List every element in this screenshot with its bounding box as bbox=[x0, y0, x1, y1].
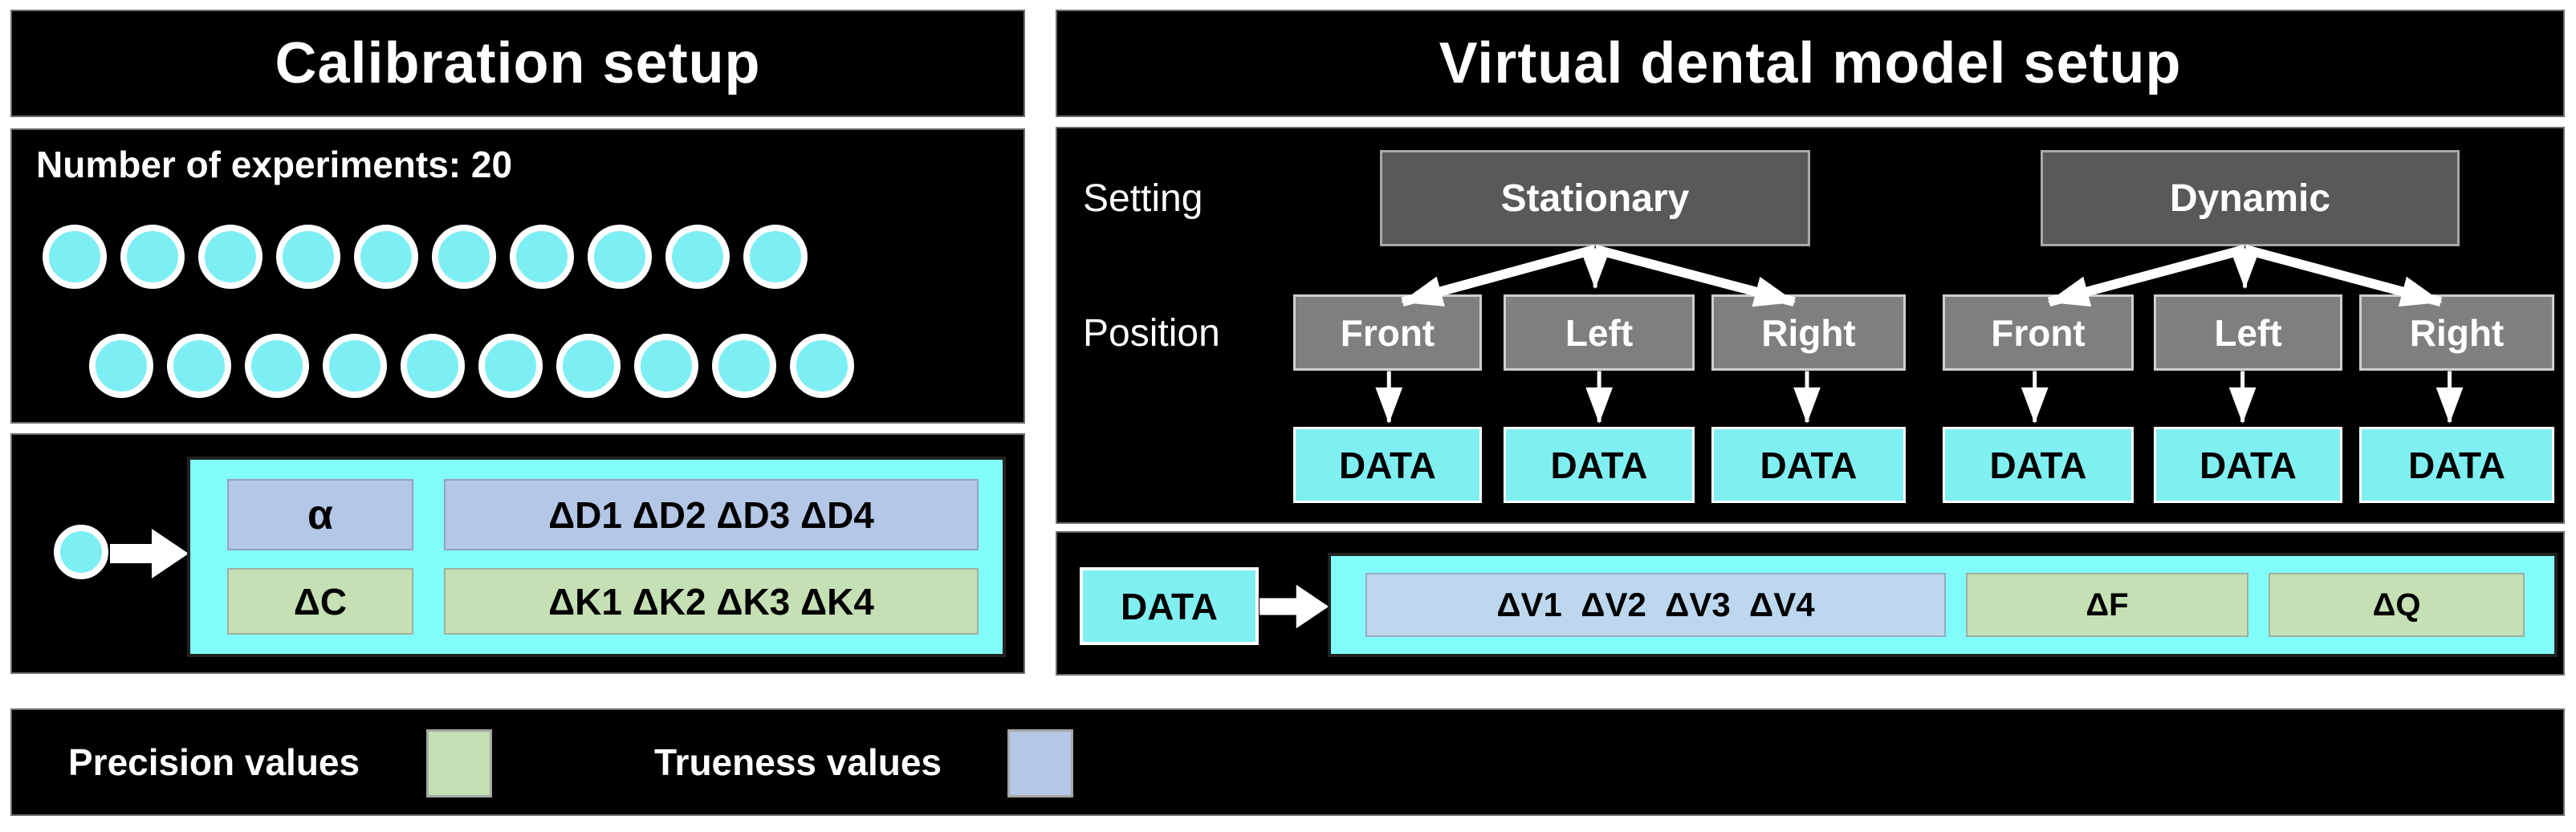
right-arrow-icon bbox=[1260, 584, 1329, 629]
data-box-3: DATA bbox=[1711, 427, 1906, 503]
position-box-stationary-right: Right bbox=[1711, 294, 1906, 371]
position-box-stationary-front: Front bbox=[1293, 294, 1482, 371]
setting-row-label: Setting bbox=[1083, 177, 1203, 220]
experiment-circle bbox=[588, 225, 652, 289]
experiments-count-label: Number of experiments: 20 bbox=[36, 144, 513, 185]
virtual-model-title: Virtual dental model setup bbox=[1439, 31, 2182, 95]
virtual-model-title-bar: Virtual dental model setup bbox=[1056, 10, 2565, 117]
experiment-circle bbox=[167, 334, 231, 398]
experiment-circles-row-1 bbox=[43, 225, 808, 289]
experiment-circle bbox=[665, 225, 730, 289]
experiments-panel: Number of experiments: 20 bbox=[10, 128, 1025, 424]
model-tree-panel: Setting Position Stationary Dynamic Fron… bbox=[1056, 127, 2565, 524]
right-arrow-icon bbox=[110, 529, 189, 578]
experiment-circle bbox=[712, 334, 776, 398]
position-row-label: Position bbox=[1083, 312, 1220, 355]
data-box-6: DATA bbox=[2359, 427, 2554, 503]
data-box-2: DATA bbox=[1504, 427, 1695, 503]
experiment-circle bbox=[743, 225, 808, 289]
legend-bar: Precision values Trueness values bbox=[10, 708, 2565, 816]
position-box-dynamic-front: Front bbox=[1943, 294, 2134, 371]
precision-color-swatch bbox=[426, 729, 492, 798]
position-box-dynamic-left: Left bbox=[2154, 294, 2342, 371]
position-box-dynamic-right: Right bbox=[2359, 294, 2554, 371]
position-box-stationary-left: Left bbox=[1504, 294, 1695, 371]
experiment-circles-row-2 bbox=[89, 334, 854, 398]
data-box-4: DATA bbox=[1943, 427, 2134, 503]
delta-d-box: ΔD1 ΔD2 ΔD3 ΔD4 bbox=[444, 479, 979, 550]
data-box-1: DATA bbox=[1293, 427, 1482, 503]
alpha-box: α bbox=[227, 479, 413, 550]
experiment-circle bbox=[120, 225, 185, 289]
data-box-5: DATA bbox=[2154, 427, 2342, 503]
calibration-output-box: α ΔD1 ΔD2 ΔD3 ΔD4 ΔC ΔK1 ΔK2 ΔK3 ΔK4 bbox=[187, 457, 1006, 657]
experiment-circle bbox=[634, 334, 698, 398]
experiment-circle bbox=[354, 225, 418, 289]
delta-c-box: ΔC bbox=[227, 568, 413, 635]
experiment-circle bbox=[790, 334, 854, 398]
delta-v-box: ΔV1 ΔV2 ΔV3 ΔV4 bbox=[1365, 573, 1946, 637]
experiment-circle-icon bbox=[54, 525, 108, 579]
experiment-circle bbox=[401, 334, 465, 398]
legend-trueness-label: Trueness values bbox=[654, 741, 942, 783]
delta-f-box: ΔF bbox=[1966, 573, 2248, 637]
experiment-circle bbox=[478, 334, 543, 398]
experiment-circle bbox=[43, 225, 107, 289]
trueness-color-swatch bbox=[1007, 729, 1073, 798]
experiment-circle bbox=[323, 334, 387, 398]
delta-q-box: ΔQ bbox=[2269, 573, 2525, 637]
legend-precision-label: Precision values bbox=[68, 741, 360, 783]
experiment-circle bbox=[556, 334, 621, 398]
calibration-title: Calibration setup bbox=[275, 31, 761, 95]
experiment-circle bbox=[510, 225, 574, 289]
experiment-circle bbox=[276, 225, 340, 289]
experiment-circle bbox=[245, 334, 309, 398]
model-output-box: ΔV1 ΔV2 ΔV3 ΔV4 ΔF ΔQ bbox=[1328, 553, 2558, 657]
delta-k-box: ΔK1 ΔK2 ΔK3 ΔK4 bbox=[444, 568, 979, 635]
experiment-circle bbox=[89, 334, 153, 398]
data-source-box: DATA bbox=[1080, 567, 1259, 645]
experiment-circle bbox=[432, 225, 496, 289]
calibration-title-bar: Calibration setup bbox=[10, 10, 1025, 117]
setting-box-stationary: Stationary bbox=[1380, 150, 1810, 246]
experiment-circle bbox=[198, 225, 262, 289]
model-data-output-panel: DATA ΔV1 ΔV2 ΔV3 ΔV4 ΔF ΔQ bbox=[1056, 531, 2565, 676]
calibration-output-panel: α ΔD1 ΔD2 ΔD3 ΔD4 ΔC ΔK1 ΔK2 ΔK3 ΔK4 bbox=[10, 433, 1025, 674]
setting-box-dynamic: Dynamic bbox=[2041, 150, 2460, 246]
